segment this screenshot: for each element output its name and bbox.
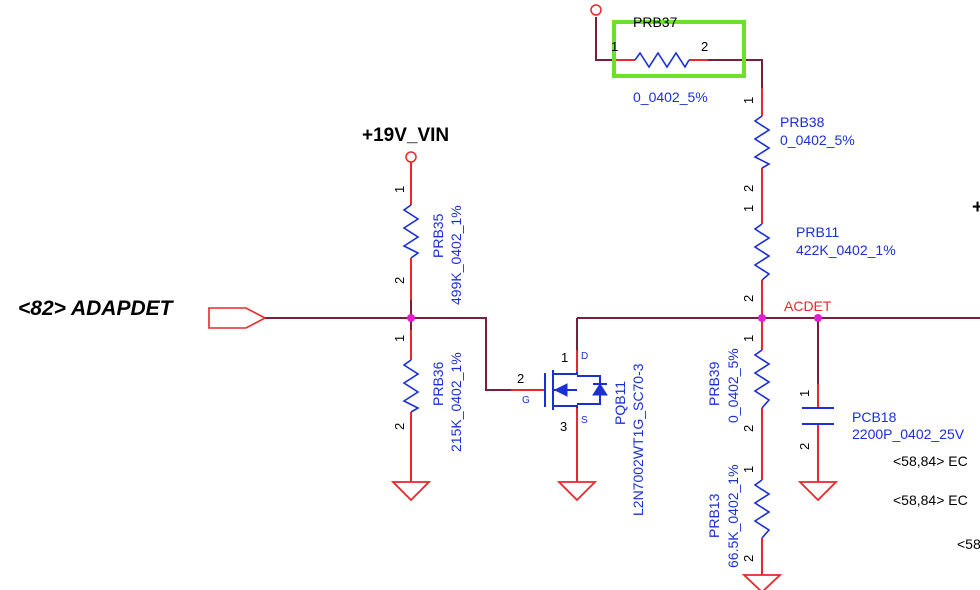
pcb18-pin2: 2 [797,443,812,450]
prb13-value: 66.5K_0402_1% [725,464,741,568]
power-terminal-top [590,4,602,16]
net-adapdet-label: <82> ADAPDET [18,297,175,320]
pqb11-pin-g: G [522,395,530,406]
power-terminal-vin [405,151,417,163]
prb37-symbol[interactable] [634,51,690,69]
prb38-ref: PRB38 [780,114,825,130]
wires [265,17,980,391]
pqb11-symbol[interactable] [544,370,608,410]
net-acdet-label: ACDET [784,298,832,314]
net-vin-label: +19V_VIN [362,125,449,146]
prb11-value: 422K_0402_1% [796,242,896,258]
pqb11-pin-s-num: 3 [560,419,567,434]
prb11-pin2: 2 [741,295,756,302]
prb35-value: 499K_0402_1% [448,205,464,305]
prb36-ref: PRB36 [430,361,446,406]
prb13-ref: PRB13 [706,493,722,538]
prb38-pin1: 1 [741,97,756,104]
prb11-ref: PRB11 [796,224,840,240]
prb35-ref: PRB35 [430,213,446,258]
prb39-symbol[interactable] [753,349,771,409]
pqb11-ref: PQB11 [612,381,628,425]
prb39-value: 0_0402_5% [725,348,741,423]
prb13-symbol[interactable] [753,479,771,539]
pcb18-ref: PCB18 [852,409,897,425]
prb36-pin1: 1 [392,335,407,342]
prb35-pin2: 2 [392,277,407,284]
pqb11-pin-g-num: 2 [517,371,524,386]
offpage-ref-2: <58,84> EC [893,492,968,508]
prb37-ref: PRB37 [633,14,678,30]
pqb11-pin-s: S [581,415,588,426]
prb39-pin2: 2 [741,425,756,432]
offpage-ref-3: <58 [957,536,980,552]
offpage-ref-1: <58,84> EC [893,453,968,469]
prb38-pin2: 2 [741,185,756,192]
prb39-ref: PRB39 [706,361,722,406]
prb38-value: 0_0402_5% [780,132,855,148]
edge-plus-label: + [972,197,980,218]
ground-symbols [390,481,839,590]
pqb11-pin-d: D [581,351,588,362]
prb36-symbol[interactable] [402,359,420,413]
prb35-pin1: 1 [392,186,407,193]
pqb11-value: L2N7002WT1G_SC70-3 [630,363,646,516]
prb36-pin2: 2 [392,423,407,430]
prb11-symbol[interactable] [753,223,771,281]
prb11-pin1: 1 [741,205,756,212]
prb13-pin1: 1 [741,466,756,473]
pins [410,59,819,575]
junctions [407,314,822,322]
prb13-pin2: 2 [741,555,756,562]
pqb11-pin-d-num: 1 [561,350,568,365]
pcb18-pin1: 1 [797,390,812,397]
prb39-pin1: 1 [741,335,756,342]
offpage-connector-adapdet[interactable] [208,307,267,329]
prb37-pin1: 1 [611,39,618,54]
prb38-symbol[interactable] [753,115,771,169]
pcb18-symbol[interactable] [802,407,834,425]
prb35-symbol[interactable] [402,204,420,259]
prb37-pin2: 2 [701,39,708,54]
prb36-value: 215K_0402_1% [448,352,464,452]
pcb18-value: 2200P_0402_25V [852,426,965,442]
prb37-value: 0_0402_5% [633,89,708,105]
highlight-box [612,20,746,78]
